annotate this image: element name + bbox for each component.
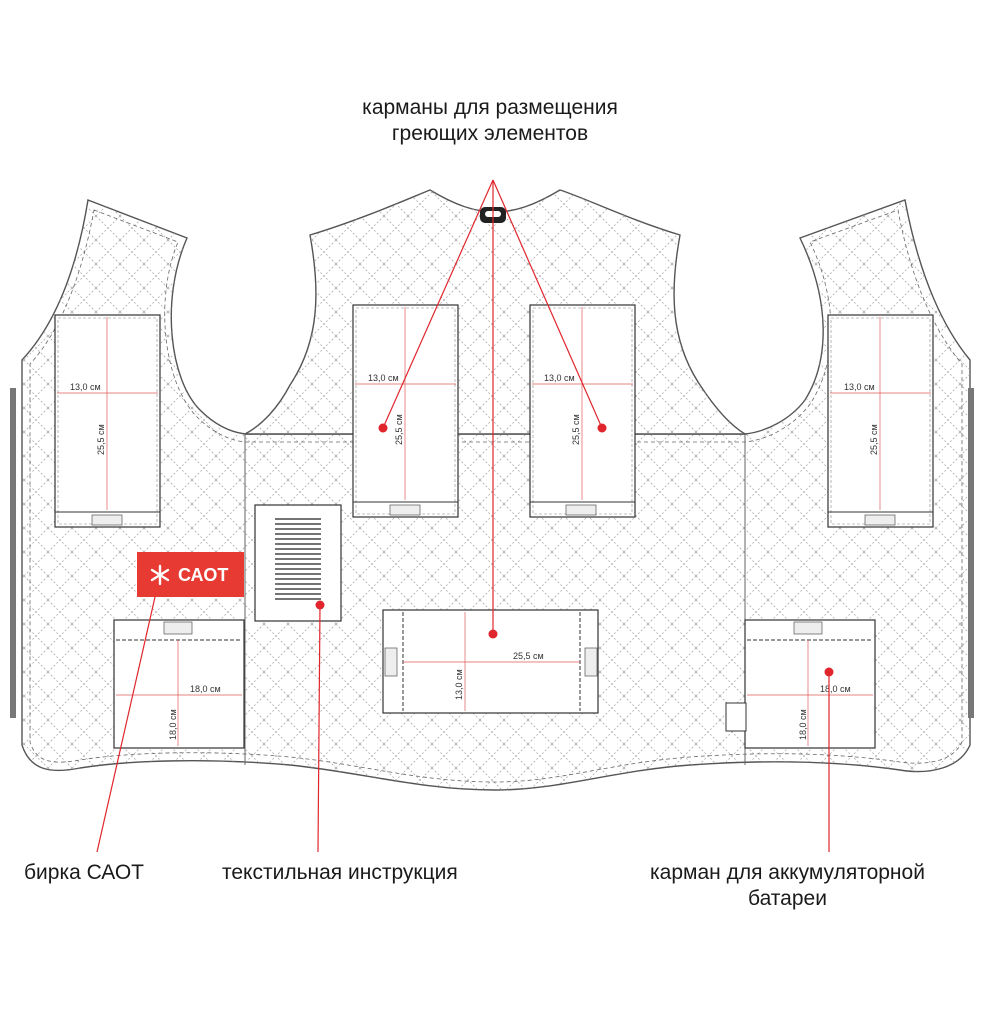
- dim-width: 13,0 см: [368, 373, 399, 383]
- lower-center-pocket: 25,5 см 13,0 см: [382, 609, 599, 714]
- dim-height: 25,5 см: [571, 414, 581, 445]
- heating-pocket-1: 13,0 см 25,5 см: [54, 314, 161, 528]
- battery-pocket-label-line2: батареи: [748, 887, 827, 910]
- textile-instruction-label: [254, 504, 342, 622]
- left-side-strip: [10, 388, 16, 718]
- battery-pocket-label: карман для аккумуляторной батареи: [600, 860, 975, 912]
- heating-pockets-label-line2: греющих элементов: [391, 122, 589, 145]
- edge-stitching: [29, 209, 963, 783]
- dim-height: 18,0 см: [168, 709, 178, 740]
- textile-instruction-label-text: текстильная инструкция: [222, 861, 458, 884]
- dim-height: 18,0 см: [798, 709, 808, 740]
- saot-tag-label: бирка САОТ: [24, 861, 145, 884]
- dim-height: 25,5 см: [394, 414, 404, 445]
- heating-pocket-4: 13,0 см 25,5 см: [827, 314, 934, 528]
- battery-pocket-label-line1: карман для аккумуляторной: [650, 861, 925, 884]
- battery-pocket: 18,0 см 18,0 см: [725, 619, 876, 749]
- callout-dots: [315, 423, 834, 677]
- dim-height: 25,5 см: [869, 424, 879, 455]
- dim-width: 13,0 см: [70, 382, 101, 392]
- heating-pockets-label-line1: карманы для размещения: [362, 96, 618, 119]
- dim-width: 18,0 см: [820, 684, 851, 694]
- dim-height: 25,5 см: [96, 424, 106, 455]
- dim-width: 25,5 см: [513, 651, 544, 661]
- lower-left-pocket: 18,0 см 18,0 см: [113, 619, 245, 749]
- dim-height: 13,0 см: [454, 669, 464, 700]
- asterisk-icon: [150, 564, 170, 586]
- dim-width: 18,0 см: [190, 684, 221, 694]
- dim-width: 13,0 см: [544, 373, 575, 383]
- right-side-strip: [968, 388, 974, 718]
- heating-pocket-2: 13,0 см 25,5 см: [352, 304, 459, 518]
- dim-width: 13,0 см: [844, 382, 875, 392]
- heating-pocket-3: 13,0 см 25,5 см: [529, 304, 636, 518]
- saot-tag-text: САОТ: [178, 565, 228, 585]
- heating-pockets-label: карманы для размещения греющих элементов: [300, 95, 680, 147]
- callout-lines: [96, 179, 830, 853]
- saot-tag: САОТ: [137, 552, 244, 597]
